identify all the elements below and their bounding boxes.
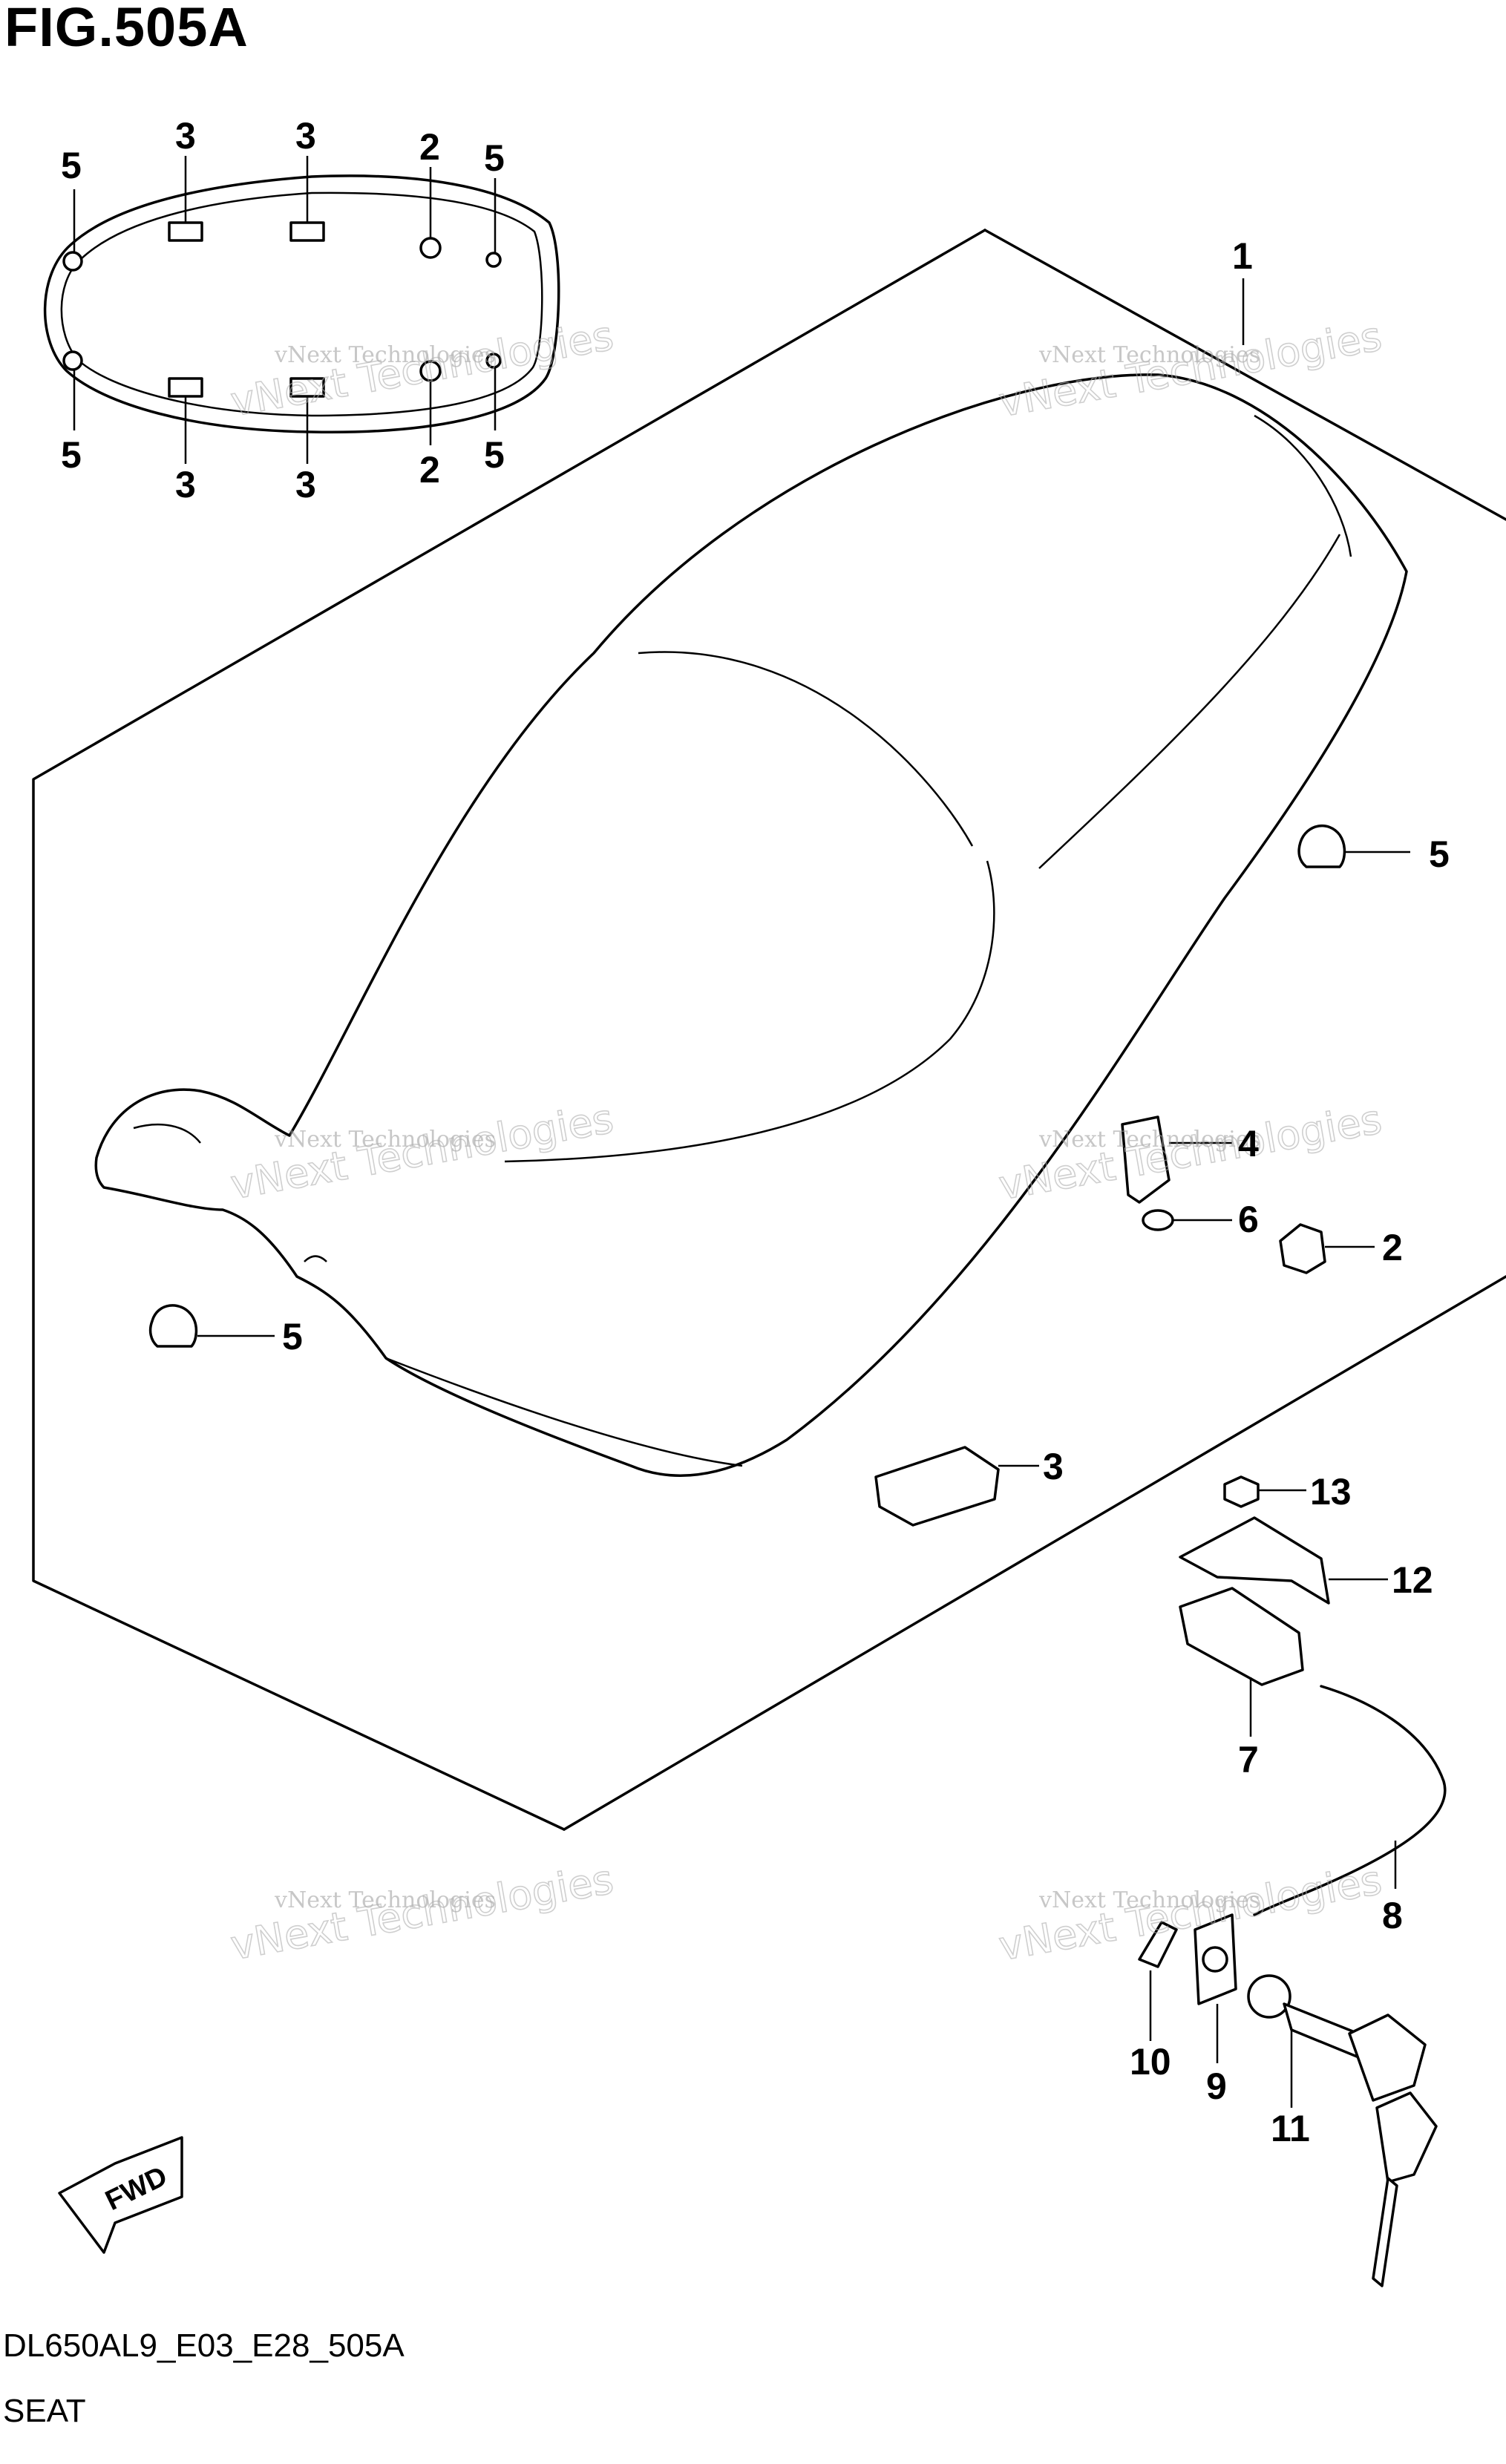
watermark-text: vNext Technologies xyxy=(274,1127,496,1153)
callout-7: 7 xyxy=(1238,1739,1259,1780)
clip-10 xyxy=(1138,1921,1178,2041)
plate-9 xyxy=(1194,1913,1237,2063)
callout-5: 5 xyxy=(61,434,82,476)
watermark-text: vNext Technologies xyxy=(227,312,617,425)
callout-5: 5 xyxy=(61,145,82,186)
fwd-arrow-icon: FWD xyxy=(58,2136,183,2254)
diagram-name: SEAT xyxy=(3,2393,86,2429)
cushion-3 xyxy=(874,1446,1039,1527)
callout-12: 12 xyxy=(1392,1559,1433,1601)
watermark-text: vNext Technologies xyxy=(1038,1887,1260,1913)
grommet-5-right xyxy=(1297,824,1410,868)
watermark-text: vNext Technologies xyxy=(227,1095,617,1208)
watermark-text: vNext Technologies xyxy=(274,1887,496,1913)
cable-8 xyxy=(1253,1685,1447,1916)
callout-11: 11 xyxy=(1271,2108,1310,2149)
watermark-text: vNext Technologies xyxy=(995,312,1385,426)
watermark-text: vNext Technologies xyxy=(227,1855,617,1969)
callout-6: 6 xyxy=(1238,1199,1259,1240)
watermark-text: vNext Technologies xyxy=(995,1095,1385,1209)
callout-5: 5 xyxy=(484,137,505,179)
callout-1: 1 xyxy=(1232,235,1253,277)
assembly-border xyxy=(983,229,1506,521)
diagram-code: DL650AL9_E03_E28_505A xyxy=(3,2327,405,2364)
assembly-border-right xyxy=(563,1275,1506,1831)
grommet-5-left xyxy=(148,1304,275,1348)
callout-3: 3 xyxy=(295,115,316,157)
callout-5: 5 xyxy=(484,434,505,476)
watermark-text: vNext Technologies xyxy=(1038,1127,1260,1153)
callout-5: 5 xyxy=(282,1316,303,1357)
bracket-12 xyxy=(1179,1516,1388,1605)
watermark-text: vNext Technologies xyxy=(1038,342,1260,368)
seat-underside-inset xyxy=(43,156,560,464)
callout-9: 9 xyxy=(1206,2065,1227,2107)
callout-13: 13 xyxy=(1310,1471,1352,1513)
lock-11 xyxy=(1247,1974,1438,2287)
watermark-text: vNext Technologies xyxy=(274,342,496,368)
nut-6 xyxy=(1142,1209,1232,1231)
assembly-border-left xyxy=(32,229,986,1831)
watermark: vNext Technologies vNext Technologies vN… xyxy=(226,312,1386,1970)
callout-3: 3 xyxy=(295,464,316,505)
latch-7 xyxy=(1179,1587,1304,1737)
callout-8: 8 xyxy=(1382,1895,1403,1936)
callout-10: 10 xyxy=(1130,2041,1171,2083)
callout-4: 4 xyxy=(1238,1123,1259,1164)
watermark-text: vNext Technologies xyxy=(995,1856,1385,1970)
callout-3: 3 xyxy=(175,464,196,505)
nut-13 xyxy=(1223,1475,1306,1508)
callout-2: 2 xyxy=(419,449,440,491)
callout-3: 3 xyxy=(1043,1446,1064,1487)
callout-3: 3 xyxy=(175,115,196,157)
callout-2: 2 xyxy=(1382,1227,1403,1268)
cushion-2 xyxy=(1279,1223,1375,1274)
callout-labels: 3 3 2 5 5 5 3 3 2 5 1 5 4 6 2 5 3 13 12 … xyxy=(61,115,1450,2149)
bracket-4 xyxy=(1121,1115,1232,1204)
callout-2: 2 xyxy=(419,126,440,168)
seat-assembly xyxy=(94,373,1408,1477)
callout-5: 5 xyxy=(1429,833,1450,875)
figure-title: FIG.505A xyxy=(4,0,249,58)
